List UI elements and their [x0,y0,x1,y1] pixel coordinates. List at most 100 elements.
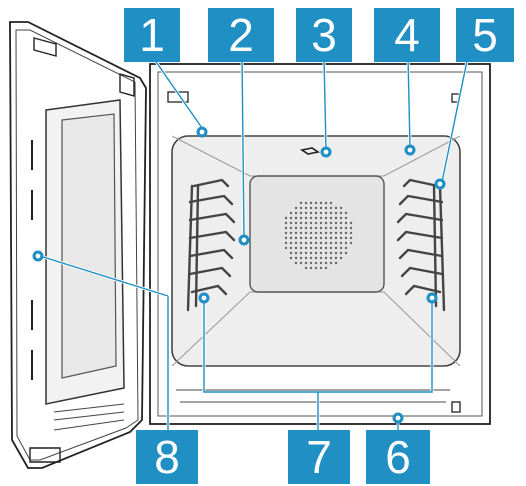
fan-hole [294,246,298,250]
fan-hole [324,226,328,230]
fan-hole [309,241,313,245]
fan-hole [349,241,353,245]
fan-hole [314,231,318,235]
fan-hole [299,241,303,245]
fan-hole [339,246,343,250]
fan-hole [284,216,288,220]
fan-hole [299,206,303,210]
fan-hole [319,206,323,210]
fan-hole [304,246,308,250]
fan-hole [344,226,348,230]
fan-hole [329,211,333,215]
fan-hole [344,221,348,225]
fan-hole [319,221,323,225]
fan-hole [344,236,348,240]
fan-hole [329,261,333,265]
fan-hole [319,246,323,250]
fan-hole [339,211,343,215]
fan-hole [304,261,308,265]
fan-hole [334,246,338,250]
fan-hole [299,256,303,260]
fan-hole [284,246,288,250]
fan-hole [299,221,303,225]
fan-hole [314,201,318,205]
fan-hole [289,211,293,215]
fan-hole [289,221,293,225]
fan-hole [344,211,348,215]
fan-hole [314,261,318,265]
badge-8: 8 [136,430,198,484]
fan-hole [289,251,293,255]
badge-1-label: 1 [139,9,165,61]
fan-hole [334,216,338,220]
fan-hole [284,226,288,230]
fan-hole [329,241,333,245]
fan-hole [304,236,308,240]
fan-hole [344,246,348,250]
fan-hole [294,241,298,245]
fan-hole [324,241,328,245]
fan-hole [304,231,308,235]
fan-hole [329,226,333,230]
fan-hole [334,241,338,245]
fan-hole [334,251,338,255]
fan-hole [329,256,333,260]
fan-hole [294,216,298,220]
fan-hole [304,226,308,230]
fan-hole [309,226,313,230]
fan-hole [319,231,323,235]
fan-hole [349,231,353,235]
oven-body [149,63,491,425]
badge-5: 5 [456,8,514,62]
fan-hole [344,231,348,235]
fan-hole [339,236,343,240]
fan-hole [349,236,353,240]
fan-hole [314,266,318,270]
fan-hole [304,256,308,260]
callout-dot-6 [392,412,404,424]
callout-dot-7a [198,292,210,304]
fan-hole [289,226,293,230]
fan-hole [324,211,328,215]
fan-hole [299,201,303,205]
fan-hole [294,226,298,230]
fan-hole [309,201,313,205]
fan-hole [284,241,288,245]
fan-hole [289,236,293,240]
fan-hole [314,236,318,240]
fan-hole [304,216,308,220]
fan-hole [334,236,338,240]
fan-hole [314,211,318,215]
fan-hole [319,211,323,215]
fan-hole [349,221,353,225]
fan-hole [314,216,318,220]
fan-hole [294,251,298,255]
side-racks [186,178,446,312]
fan-hole [339,241,343,245]
fan-hole [299,261,303,265]
fan-hole [339,216,343,220]
fan-hole [319,226,323,230]
fan-hole [304,206,308,210]
badge-2: 2 [208,8,274,62]
fan-hole [299,231,303,235]
fan-hole [344,251,348,255]
fan-hole [329,236,333,240]
fan-hole [329,231,333,235]
callout-dot-3 [320,146,332,158]
fan-hole [339,256,343,260]
fan-hole [319,261,323,265]
callout-dot-4 [404,144,416,156]
fan-hole [289,216,293,220]
fan-hole [304,211,308,215]
badge-5-label: 5 [472,9,498,61]
fan-hole [314,246,318,250]
fan-hole [309,216,313,220]
fan-hole [309,231,313,235]
fan-hole [334,221,338,225]
fan-hole [334,226,338,230]
fan-hole [294,261,298,265]
fan-hole [289,231,293,235]
fan-hole [334,261,338,265]
